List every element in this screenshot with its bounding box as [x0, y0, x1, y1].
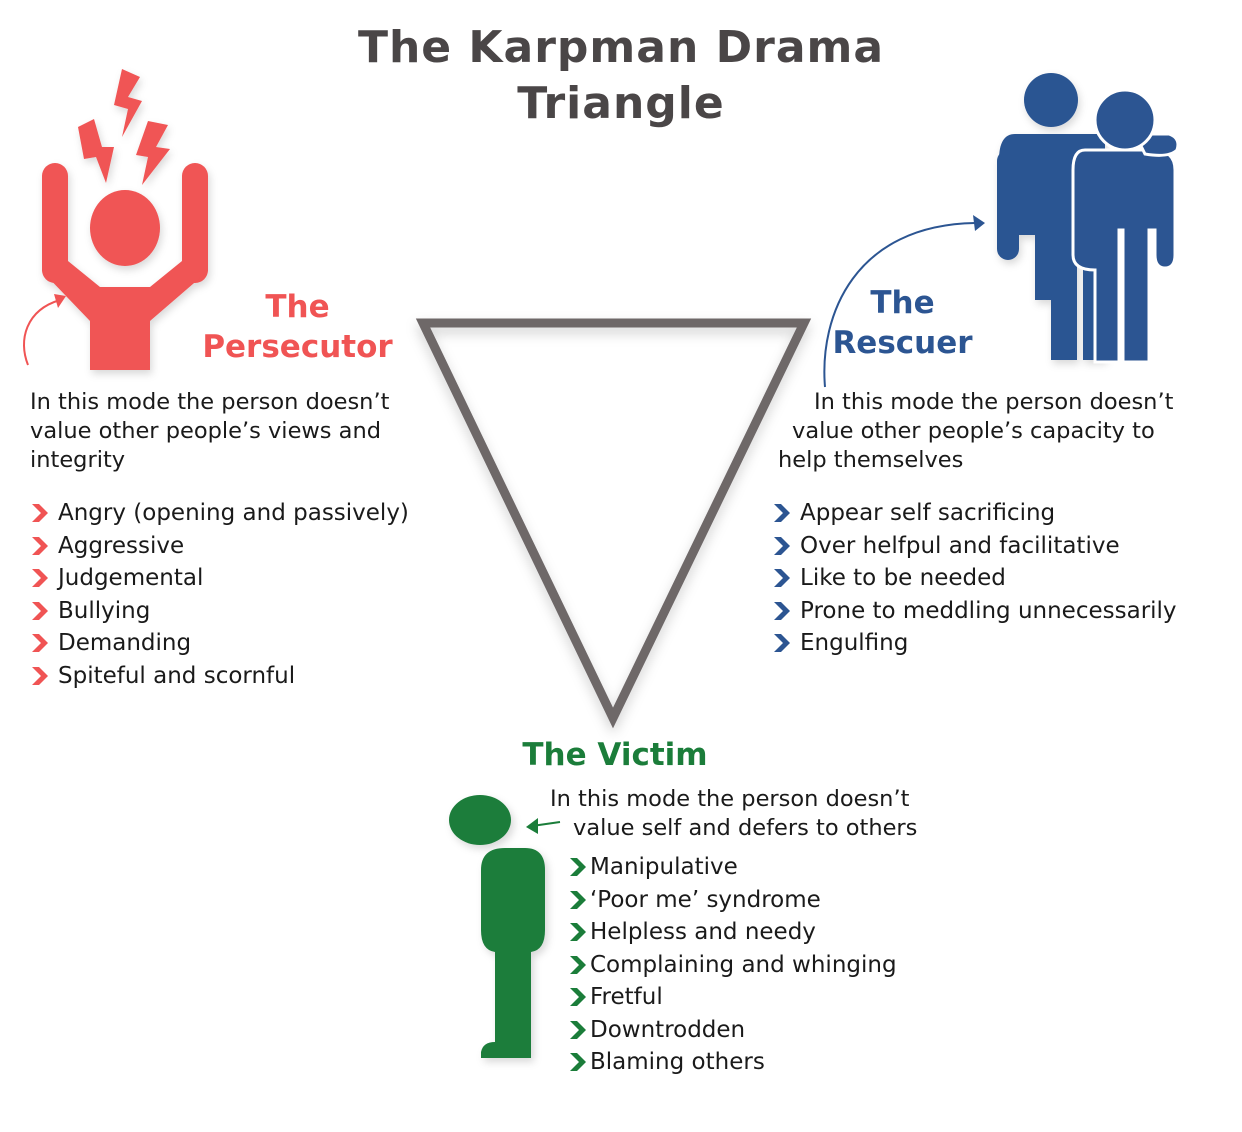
- list-item: Bullying: [30, 595, 409, 628]
- list-item: Over helfpul and facilitative: [772, 530, 1177, 563]
- title-line-2: Triangle: [517, 78, 725, 129]
- chevron-right-icon: [570, 1020, 586, 1039]
- list-item: Prone to meddling unnecessarily: [772, 595, 1177, 628]
- list-item: Manipulative: [568, 851, 897, 884]
- lightning-bolt-icon: [78, 119, 114, 183]
- list-item: Appear self sacrificing: [772, 497, 1177, 530]
- persecutor-curved-arrow-icon: [23, 294, 66, 366]
- rescuer-traits: Appear self sacrificing Over helfpul and…: [772, 497, 1177, 660]
- persecutor-description: In this mode the person doesn’t value ot…: [30, 389, 390, 473]
- list-item: ‘Poor me’ syndrome: [568, 884, 897, 917]
- chevron-right-icon: [32, 666, 48, 685]
- list-item: Spiteful and scornful: [30, 660, 409, 693]
- chevron-right-icon: [32, 504, 48, 523]
- title-line-1: The Karpman Drama: [357, 22, 885, 73]
- chevron-right-icon: [32, 536, 48, 555]
- victim-arrow-icon: [526, 818, 561, 834]
- victim-traits: Manipulative ‘Poor me’ syndrome Helpless…: [568, 851, 897, 1079]
- victim-label: The Victim: [522, 737, 708, 773]
- rescuer-description: In this mode the person doesn’t value ot…: [778, 389, 1174, 473]
- chevron-right-icon: [570, 923, 586, 942]
- chevron-right-icon: [570, 988, 586, 1007]
- chevron-right-icon: [774, 569, 790, 588]
- list-item: Judgemental: [30, 562, 409, 595]
- victim-icon: [449, 795, 545, 1058]
- list-item: Complaining and whinging: [568, 949, 897, 982]
- list-item: Angry (opening and passively): [30, 497, 409, 530]
- chevron-right-icon: [32, 601, 48, 620]
- persecutor-traits: Angry (opening and passively) Aggressive…: [30, 497, 409, 692]
- victim-description: In this mode the person doesn’t value se…: [550, 786, 918, 841]
- rescuer-icon: [997, 73, 1180, 364]
- list-item: Demanding: [30, 627, 409, 660]
- chevron-right-icon: [570, 858, 586, 877]
- rescuer-label: The Rescuer: [832, 285, 973, 361]
- list-item: Downtrodden: [568, 1014, 897, 1047]
- list-item: Engulfing: [772, 627, 1177, 660]
- chevron-right-icon: [570, 890, 586, 909]
- triangle-outline: [415, 318, 812, 729]
- lightning-bolt-icon: [136, 121, 170, 185]
- chevron-right-icon: [774, 601, 790, 620]
- persecutor-label: The Persecutor: [202, 289, 393, 365]
- diagram-title: The Karpman Drama Triangle: [0, 20, 1242, 132]
- list-item: Helpless and needy: [568, 916, 897, 949]
- list-item: Aggressive: [30, 530, 409, 563]
- chevron-right-icon: [32, 569, 48, 588]
- rescuer-curved-arrow-icon: [823, 215, 985, 388]
- chevron-right-icon: [774, 634, 790, 653]
- chevron-right-icon: [774, 536, 790, 555]
- chevron-right-icon: [774, 504, 790, 523]
- chevron-right-icon: [570, 955, 586, 974]
- chevron-right-icon: [570, 1053, 586, 1072]
- chevron-right-icon: [32, 634, 48, 653]
- list-item: Fretful: [568, 981, 897, 1014]
- persecutor-icon: [42, 69, 208, 370]
- list-item: Like to be needed: [772, 562, 1177, 595]
- lightning-bolt-icon: [114, 69, 142, 137]
- list-item: Blaming others: [568, 1046, 897, 1079]
